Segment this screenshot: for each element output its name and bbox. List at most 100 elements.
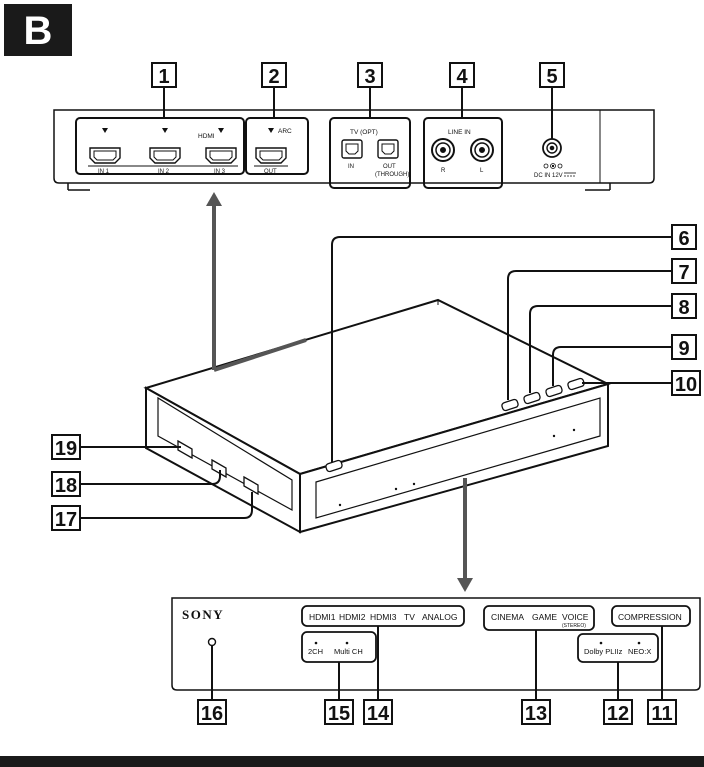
callout-box-7	[671, 258, 697, 284]
dc-jack	[542, 138, 562, 158]
opt-through-label: (THROUGH)	[375, 172, 409, 178]
tv-opt-label: TV (OPT)	[350, 129, 378, 136]
hdmi-out-label: OUT	[264, 169, 277, 175]
section-letter: B	[24, 9, 53, 53]
line-r-label: R	[441, 168, 446, 174]
input-hdmi3: HDMI3	[370, 612, 397, 622]
hdmi-in-1-label: IN 1	[98, 169, 110, 175]
callout-14: 14	[367, 703, 390, 725]
polarity-icon	[543, 163, 563, 169]
opt-in-label: IN	[348, 164, 354, 170]
side-buttons	[177, 439, 259, 496]
rear-leaders	[163, 87, 553, 139]
callout-7: 7	[678, 262, 689, 284]
callout-19: 19	[55, 438, 77, 460]
callout-box-10	[671, 370, 701, 396]
callout-box-19	[51, 434, 81, 460]
callout-box-9	[671, 334, 697, 360]
button-8	[523, 391, 541, 405]
hdmi-port-in2	[149, 147, 181, 164]
mode-game: GAME	[532, 612, 557, 622]
callout-box-5	[539, 62, 565, 88]
callout-box-4	[449, 62, 475, 88]
callout-box-6	[671, 224, 697, 250]
mode-voice-stereo: (STEREO)	[562, 623, 586, 629]
opt-out-label: OUT	[383, 164, 396, 170]
arc-label: ARC	[278, 128, 292, 135]
optical-ports	[341, 139, 399, 159]
decoder-neox: NEO:X	[628, 647, 651, 656]
channel-2ch: 2CH	[308, 647, 323, 656]
line-in-label: LINE IN	[448, 129, 471, 136]
button-7	[501, 398, 519, 412]
callout-box-15	[324, 699, 354, 725]
callout-box-1	[151, 62, 177, 88]
hdmi-port-in3	[205, 147, 237, 164]
input-display-box	[301, 605, 465, 627]
callout-9: 9	[678, 338, 689, 360]
hdmi-ports	[89, 147, 287, 164]
top-buttons	[325, 377, 585, 473]
input-hdmi2: HDMI2	[339, 612, 366, 622]
callout-1: 1	[158, 66, 169, 88]
callout-box-11	[647, 699, 677, 725]
device-leaders	[80, 236, 672, 519]
callout-box-18	[51, 471, 81, 497]
mode-cinema: CINEMA	[491, 612, 524, 622]
button-18	[211, 458, 227, 479]
input-tv: TV	[404, 612, 415, 622]
callout-12: 12	[607, 703, 629, 725]
device-body	[143, 298, 611, 534]
callout-13: 13	[525, 703, 547, 725]
hdmi-in-2-label: IN 2	[158, 169, 170, 175]
callout-6: 6	[678, 228, 689, 250]
button-10	[567, 377, 585, 391]
callout-numbers: 1 2 3 4 5 6 7 8 9 10 11 12 13 14 15 16 1…	[55, 66, 697, 725]
callout-box-14	[363, 699, 393, 725]
brand-logo: SONY	[182, 607, 224, 622]
callout-16: 16	[201, 703, 223, 725]
rca-jacks	[431, 138, 494, 162]
callout-4: 4	[456, 66, 468, 88]
callout-box-3	[357, 62, 383, 88]
mode-voice: VOICE	[562, 612, 589, 622]
channel-multi: Multi CH	[334, 647, 363, 656]
dc-in-label: DC IN 12V	[534, 173, 563, 179]
callout-box-12	[603, 699, 633, 725]
hdmi-in-3-label: IN 3	[214, 169, 226, 175]
hdmi-arrows	[102, 128, 274, 133]
compression-display-box	[611, 605, 691, 627]
button-9	[545, 384, 563, 398]
callout-box-13	[521, 699, 551, 725]
hdmi-heading: HDMI	[198, 133, 215, 140]
input-hdmi1: HDMI1	[309, 612, 336, 622]
button-17	[243, 475, 259, 496]
callout-2: 2	[268, 66, 279, 88]
remote-sensor	[207, 637, 217, 647]
decoder-pliiz: Dolby PLIIz	[584, 647, 623, 656]
callout-17: 17	[55, 509, 77, 531]
front-leaders	[211, 626, 663, 700]
hdmi-out-group	[245, 117, 309, 175]
compression-label: COMPRESSION	[618, 612, 682, 622]
callout-8: 8	[678, 297, 689, 319]
callout-box-2	[261, 62, 287, 88]
hdmi-port-in1	[89, 147, 121, 164]
line-l-label: L	[480, 168, 484, 174]
callout-3: 3	[364, 66, 375, 88]
callout-5: 5	[546, 66, 557, 88]
mode-display-box	[483, 605, 595, 631]
callout-box-17	[51, 505, 81, 531]
callout-box-16	[197, 699, 227, 725]
hdmi-in-group	[75, 117, 245, 175]
callout-18: 18	[55, 475, 77, 497]
callout-box-8	[671, 293, 697, 319]
input-analog: ANALOG	[422, 612, 457, 622]
hdmi-port-out	[255, 147, 287, 164]
section-badge	[4, 4, 72, 56]
callout-11: 11	[651, 703, 672, 725]
page-footer-bar	[0, 756, 704, 767]
callout-boxes	[51, 62, 701, 725]
button-6	[325, 459, 343, 473]
